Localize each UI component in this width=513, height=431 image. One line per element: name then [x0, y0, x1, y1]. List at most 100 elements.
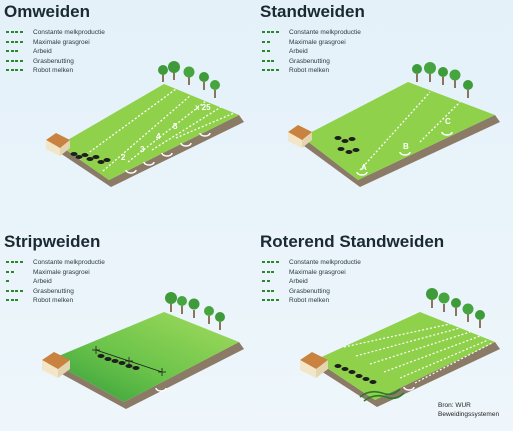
rating-dash — [19, 289, 23, 292]
soil-edge — [57, 115, 244, 187]
source-note: Bron: WUR Beweidingssystemen — [438, 401, 499, 419]
legend-row: Grasbenutting — [262, 57, 402, 67]
legend-row: Constante melkproductie — [6, 258, 146, 268]
rating-dash — [6, 59, 9, 62]
legend-row: Robot melken — [262, 66, 402, 76]
rating-dashes — [6, 299, 20, 302]
rating-dash — [19, 40, 23, 43]
rating-dash — [10, 40, 14, 43]
rating-dash — [6, 299, 9, 301]
field-dividers — [359, 91, 461, 171]
rating-dashes — [262, 280, 271, 283]
rating-dashes — [6, 270, 15, 274]
rating-dash — [15, 289, 18, 292]
field — [49, 312, 239, 402]
rating-dash — [262, 261, 265, 263]
field-labels: 2 3 4 5 x 25 — [121, 103, 211, 162]
rating-dash — [19, 59, 23, 62]
legend-row: Maximale grasgroei — [6, 268, 146, 278]
field-label: x 25 — [195, 103, 211, 112]
robot-lane — [359, 388, 405, 402]
legend-label: Constante melkproductie — [33, 259, 105, 266]
rating-dashes — [262, 261, 280, 264]
legend-row: Maximale grasgroei — [6, 38, 146, 48]
rating-dash — [266, 261, 270, 263]
legend-label: Arbeid — [33, 48, 52, 55]
cow-herd — [70, 152, 111, 164]
rating-dash — [10, 69, 14, 71]
farmhouse — [300, 352, 328, 378]
field-label: 2 — [121, 153, 126, 162]
field-label: A — [361, 163, 367, 172]
rating-dash — [10, 50, 14, 52]
rating-dash — [6, 270, 9, 273]
source-line: Bron: WUR — [438, 402, 471, 409]
paddock-gates — [356, 131, 453, 176]
rating-dash — [10, 270, 14, 273]
pasture-scene: 2 3 4 5 x 25 — [46, 61, 244, 187]
field — [302, 82, 495, 180]
rating-dashes — [6, 40, 24, 44]
field-label: 5 — [173, 122, 178, 131]
rating-dash — [262, 31, 265, 33]
panel-stripweiden: Stripweiden Constante melkproductie Maxi… — [4, 232, 254, 427]
legend-row: Constante melkproductie — [262, 28, 402, 38]
farmhouse — [42, 352, 70, 378]
paddock-gates — [403, 386, 415, 391]
rating-dashes — [262, 289, 276, 293]
pasture-scene: A B C — [288, 62, 500, 187]
rating-dash — [10, 59, 14, 62]
rating-dashes — [262, 59, 276, 63]
legend-row: Arbeid — [6, 47, 146, 57]
legend-label: Arbeid — [289, 278, 308, 285]
rating-dash — [266, 270, 270, 273]
legend-row: Robot melken — [262, 296, 402, 306]
rating-dash — [6, 40, 9, 43]
legend-label: Arbeid — [289, 48, 308, 55]
rating-dashes — [262, 270, 276, 274]
legend-label: Grasbenutting — [33, 57, 74, 65]
legend-row: Maximale grasgroei — [262, 38, 402, 48]
field-label: C — [445, 117, 451, 126]
rating-dash — [266, 50, 270, 52]
farmhouse — [288, 125, 312, 148]
field-dividers — [343, 323, 493, 384]
pasture-scene — [300, 288, 500, 407]
rating-dash — [262, 270, 265, 273]
trees — [426, 288, 485, 328]
legend-label: Robot melken — [33, 67, 74, 74]
rating-dash — [266, 289, 270, 292]
rating-dash — [271, 69, 274, 71]
rating-dash — [15, 299, 18, 301]
rating-dash — [6, 69, 9, 71]
soil-edge — [313, 342, 500, 407]
legend-label: Robot melken — [33, 297, 74, 304]
rating-dash — [271, 31, 274, 33]
legend-label: Maximale grasgroei — [33, 268, 90, 276]
rating-dash — [6, 50, 9, 52]
rating-dashes — [6, 50, 20, 53]
rating-dashes — [262, 69, 280, 72]
legend: Constante melkproductie Maximale grasgro… — [6, 258, 146, 306]
legend-row: Robot melken — [6, 296, 146, 306]
legend-row: Arbeid — [262, 277, 402, 287]
field-dividers — [79, 88, 235, 172]
legend-row: Robot melken — [6, 66, 146, 76]
rating-dash — [15, 50, 18, 52]
trees — [165, 292, 225, 330]
rating-dashes — [262, 299, 280, 302]
rating-dash — [6, 261, 9, 263]
soil-edge — [47, 342, 244, 409]
legend-row: Arbeid — [262, 47, 402, 57]
rating-dashes — [262, 31, 280, 34]
rating-dash — [271, 299, 274, 301]
legend-label: Robot melken — [289, 67, 330, 74]
panel-title: Standweiden — [260, 2, 365, 21]
rating-dash — [275, 69, 279, 71]
legend-label: Grasbenutting — [33, 287, 74, 295]
legend-label: Arbeid — [33, 278, 52, 285]
legend: Constante melkproductie Maximale grasgro… — [262, 258, 402, 306]
panel-standweiden: Standweiden Constante melkproductie Maxi… — [260, 2, 510, 207]
rating-dash — [275, 299, 279, 301]
